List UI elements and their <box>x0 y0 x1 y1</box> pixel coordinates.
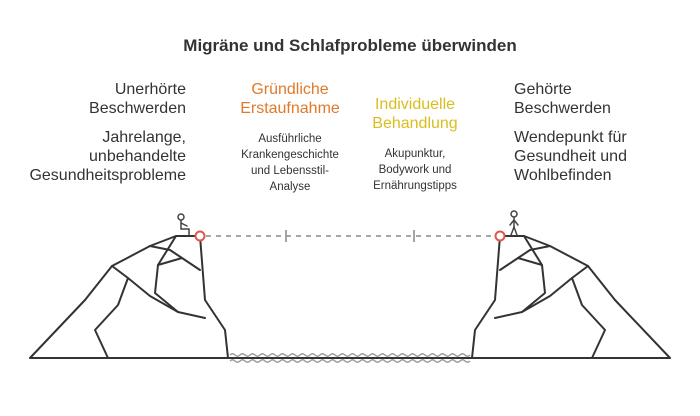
col1-heading-line2: Beschwerden <box>89 100 186 117</box>
start-marker <box>194 230 206 242</box>
col3-heading-line2: Behandlung <box>372 115 458 132</box>
col2-body-line3: und Lebensstil- <box>251 165 329 177</box>
col1-body-line1: Jahrelange, <box>102 129 186 146</box>
col3-body-line3: Ernährungstipps <box>373 180 457 192</box>
col3-heading-line1: Individuelle <box>374 96 456 113</box>
dashed-path <box>206 230 494 242</box>
left-cliff <box>29 235 229 359</box>
col3-body: Akupunktur, Bodywork und Ernährungstipps <box>345 146 485 194</box>
col4-heading: Gehörte Beschwerden <box>514 80 611 118</box>
col2-body-line1: Ausführliche <box>258 133 322 145</box>
col2-heading-line1: Gründliche <box>251 81 329 98</box>
col2-body-line2: Krankengeschichte <box>241 149 339 161</box>
col4-body-line1: Wendepunkt für <box>514 129 627 146</box>
col1-body: Jahrelange, unbehandelte Gesundheitsprob… <box>29 128 186 185</box>
page-title: Migräne und Schlafprobleme überwinden <box>183 36 517 55</box>
right-cliff <box>471 235 671 359</box>
col3-body-line2: Bodywork und <box>378 164 452 176</box>
person-sitting-icon <box>177 213 190 236</box>
col2-heading-line2: Erstaufnahme <box>240 100 340 117</box>
col1-body-line3: Gesundheitsprobleme <box>29 167 186 184</box>
col4-heading-line1: Gehörte <box>514 81 572 98</box>
col2-body-line4: Analyse <box>269 181 311 193</box>
col1-heading: Unerhörte Beschwerden <box>89 80 186 118</box>
col4-heading-line2: Beschwerden <box>514 100 611 117</box>
col4-body-line3: Wohlbefinden <box>514 167 612 184</box>
col1-body-line2: unbehandelte <box>89 148 186 165</box>
water-waves <box>229 353 471 363</box>
col1-heading-line1: Unerhörte <box>114 81 186 98</box>
col4-body: Wendepunkt für Gesundheit und Wohlbefind… <box>514 128 627 185</box>
col3-heading: Individuelle Behandlung <box>345 95 485 133</box>
col2-heading: Gründliche Erstaufnahme <box>220 80 360 118</box>
person-standing-icon <box>509 210 519 236</box>
end-marker <box>494 230 506 242</box>
col2-body: Ausführliche Krankengeschichte und Leben… <box>220 131 360 195</box>
col4-body-line2: Gesundheit und <box>514 148 627 165</box>
col3-body-line1: Akupunktur, <box>384 148 446 160</box>
